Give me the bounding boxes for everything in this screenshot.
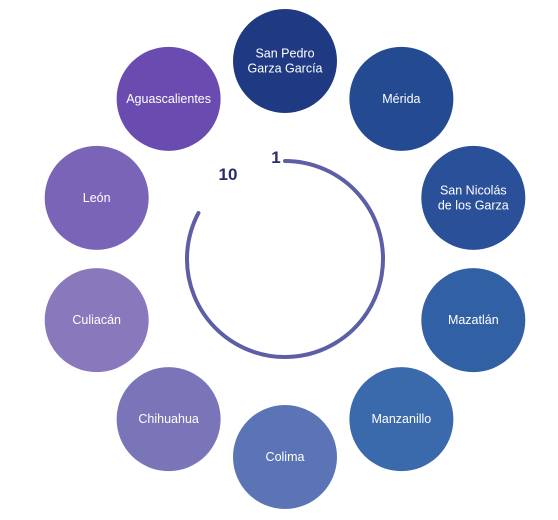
city-node-circle <box>116 46 221 151</box>
city-node: León <box>44 145 149 250</box>
city-node-circle <box>44 268 149 373</box>
ring-arc <box>185 159 385 359</box>
city-node-circle <box>349 46 454 151</box>
city-node-label: Aguascalientes <box>126 92 211 106</box>
end-number: 10 <box>219 165 238 184</box>
city-node-label: San Pedro <box>255 47 314 61</box>
city-node: Chihuahua <box>116 367 221 472</box>
city-node-label: Colima <box>266 450 305 464</box>
city-node: Manzanillo <box>349 367 454 472</box>
city-node-label: San Nicolás <box>440 183 507 197</box>
progress-ring <box>185 159 385 359</box>
city-node-label: Garza García <box>247 62 322 76</box>
city-node-circle <box>44 145 149 250</box>
city-node-label: Chihuahua <box>138 412 199 426</box>
city-node-circle <box>233 9 337 113</box>
city-node: Mazatlán <box>421 268 526 373</box>
city-node-circle <box>233 405 337 509</box>
city-node-label: Manzanillo <box>371 412 431 426</box>
city-node: Aguascalientes <box>116 46 221 151</box>
city-node: Colima <box>233 405 337 509</box>
city-node-label: Culiacán <box>72 313 121 327</box>
city-node-circle <box>421 145 526 250</box>
city-node-label: Mérida <box>382 92 420 106</box>
city-node-label: de los Garza <box>438 198 509 212</box>
start-number: 1 <box>271 148 280 167</box>
city-node-label: Mazatlán <box>448 313 499 327</box>
city-node: Mérida <box>349 46 454 151</box>
city-node-circle <box>116 367 221 472</box>
city-node-label: León <box>83 191 111 205</box>
city-node: Culiacán <box>44 268 149 373</box>
city-node-circle <box>421 268 526 373</box>
city-node-circle <box>349 367 454 472</box>
